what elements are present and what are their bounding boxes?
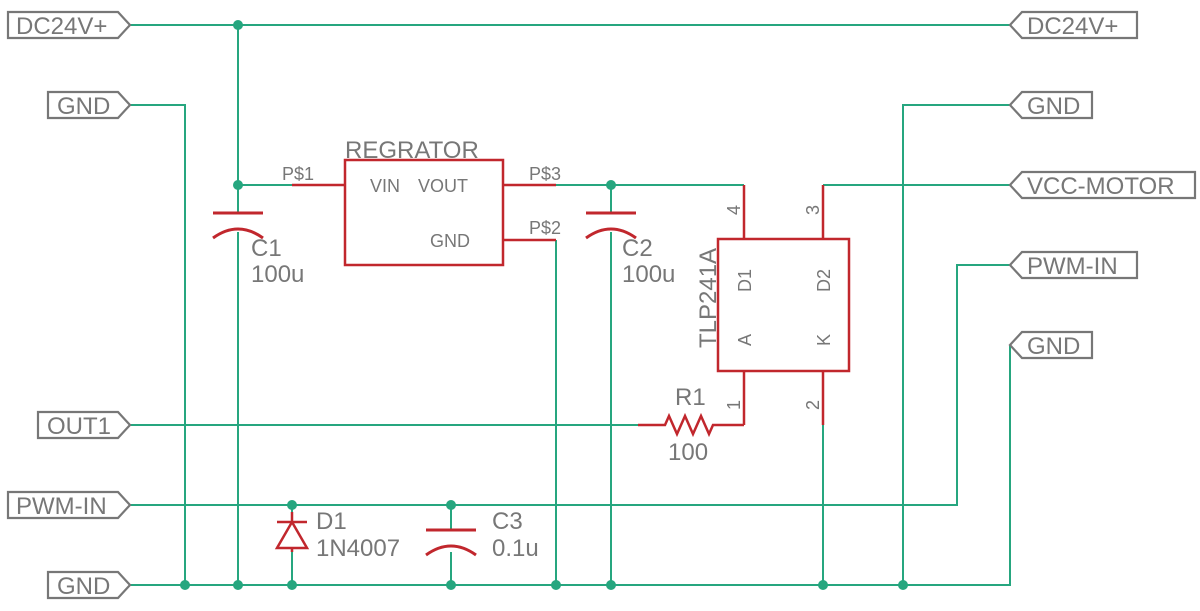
d1-triangle — [274, 519, 310, 550]
regulator-pad-out: P$3 — [529, 164, 561, 184]
port-label: PWM-IN — [1027, 253, 1118, 280]
port-label: DC24V+ — [1027, 13, 1118, 40]
port-pwm-in-right[interactable]: PWM-IN — [1008, 250, 1139, 280]
junction-dot — [287, 580, 297, 590]
d1-value: 1N4007 — [316, 535, 400, 562]
opto-pin-num-1: 1 — [724, 400, 744, 410]
port-flag-outline — [1008, 330, 1094, 360]
junction-dot — [233, 180, 243, 190]
port-flag-outline — [46, 90, 132, 120]
port-flag-outline — [6, 490, 132, 520]
c3-plate-bottom — [425, 544, 477, 557]
optocoupler-tlp241a[interactable]: TLP241A D1 D2 A K 4 3 1 2 — [695, 185, 851, 425]
regulator-gnd-label: GND — [430, 231, 470, 251]
capacitor-c3[interactable]: C3 0.1u — [425, 508, 539, 562]
wire-gnd-bottom-rail — [130, 345, 1011, 586]
port-gnd-left-top[interactable]: GND — [46, 90, 132, 120]
port-label: PWM-IN — [16, 493, 107, 520]
opto-label-d1: D1 — [735, 269, 755, 292]
junction-dot — [446, 500, 456, 510]
c2-value: 100u — [622, 261, 675, 288]
diode-d1[interactable]: D1 1N4007 — [274, 508, 400, 562]
regulator-pad-in: P$1 — [282, 164, 314, 184]
wire-pwm-in — [130, 264, 1010, 506]
capacitor-c2[interactable]: C2 100u — [585, 211, 675, 288]
wires — [130, 24, 1011, 586]
port-dc24v-left[interactable]: DC24V+ — [6, 10, 132, 40]
port-flag-outline — [1008, 170, 1197, 200]
junction-dot — [180, 580, 190, 590]
regulator-vout-label: VOUT — [418, 176, 468, 196]
r1-value: 100 — [668, 439, 708, 466]
junction-dot — [446, 580, 456, 590]
junction-dot — [551, 580, 561, 590]
opto-pin-num-4: 4 — [724, 205, 744, 215]
port-label: DC24V+ — [16, 13, 107, 40]
junction-dot — [233, 20, 243, 30]
port-label: OUT1 — [47, 413, 111, 440]
port-gnd-right-top[interactable]: GND — [1008, 90, 1094, 120]
d1-name: D1 — [316, 508, 347, 535]
regulator-body — [343, 158, 505, 267]
port-label: GND — [1027, 333, 1080, 360]
optocoupler-name: TLP241A — [695, 248, 722, 348]
opto-label-a: A — [735, 334, 755, 346]
opto-pin-num-3: 3 — [803, 205, 823, 215]
wire-gnd-left — [130, 104, 186, 585]
port-label: GND — [57, 93, 110, 120]
port-gnd-left-bottom[interactable]: GND — [46, 570, 132, 600]
opto-pin-num-2: 2 — [803, 400, 823, 410]
r1-zigzag — [638, 412, 744, 438]
regulator-vin-label: VIN — [370, 176, 400, 196]
resistor-r1[interactable]: R1 100 — [638, 384, 744, 466]
opto-label-d2: D2 — [814, 269, 834, 292]
port-label: GND — [57, 573, 110, 600]
regulator[interactable]: REGRATOR VIN VOUT GND P$1 P$3 P$2 — [282, 137, 561, 267]
optocoupler-body — [716, 237, 851, 373]
port-pwm-in-left[interactable]: PWM-IN — [6, 490, 132, 520]
port-flag-outline — [6, 10, 132, 40]
junction-dot — [233, 580, 243, 590]
junction-dot — [898, 580, 908, 590]
port-flag-outline — [1008, 90, 1094, 120]
port-flag-outline — [36, 410, 132, 440]
r1-name: R1 — [675, 384, 706, 411]
junction-dot — [287, 500, 297, 510]
port-gnd-right-mid[interactable]: GND — [1008, 330, 1094, 360]
port-flag-outline — [1008, 250, 1139, 280]
junction-dot — [606, 180, 616, 190]
port-flag-outline — [1008, 10, 1139, 40]
c1-name: C1 — [251, 235, 282, 262]
capacitor-c1[interactable]: C1 100u — [212, 211, 304, 288]
port-dc24v-right[interactable]: DC24V+ — [1008, 10, 1139, 40]
port-vcc-motor[interactable]: VCC-MOTOR — [1008, 170, 1197, 200]
c3-value: 0.1u — [492, 535, 539, 562]
port-flag-outline — [46, 570, 132, 600]
c1-value: 100u — [251, 261, 304, 288]
c2-plate-bottom — [585, 227, 637, 240]
junctions — [180, 20, 908, 590]
wire-gnd-right-top — [902, 104, 1010, 585]
junction-dot — [606, 580, 616, 590]
c1-plate-bottom — [212, 227, 264, 240]
opto-label-k: K — [814, 334, 834, 346]
port-label: VCC-MOTOR — [1027, 173, 1175, 200]
port-out1[interactable]: OUT1 — [36, 410, 132, 440]
port-label: GND — [1027, 93, 1080, 120]
c3-name: C3 — [492, 508, 523, 535]
regulator-pad-gnd: P$2 — [529, 218, 561, 238]
c2-name: C2 — [622, 235, 653, 262]
junction-dot — [818, 580, 828, 590]
